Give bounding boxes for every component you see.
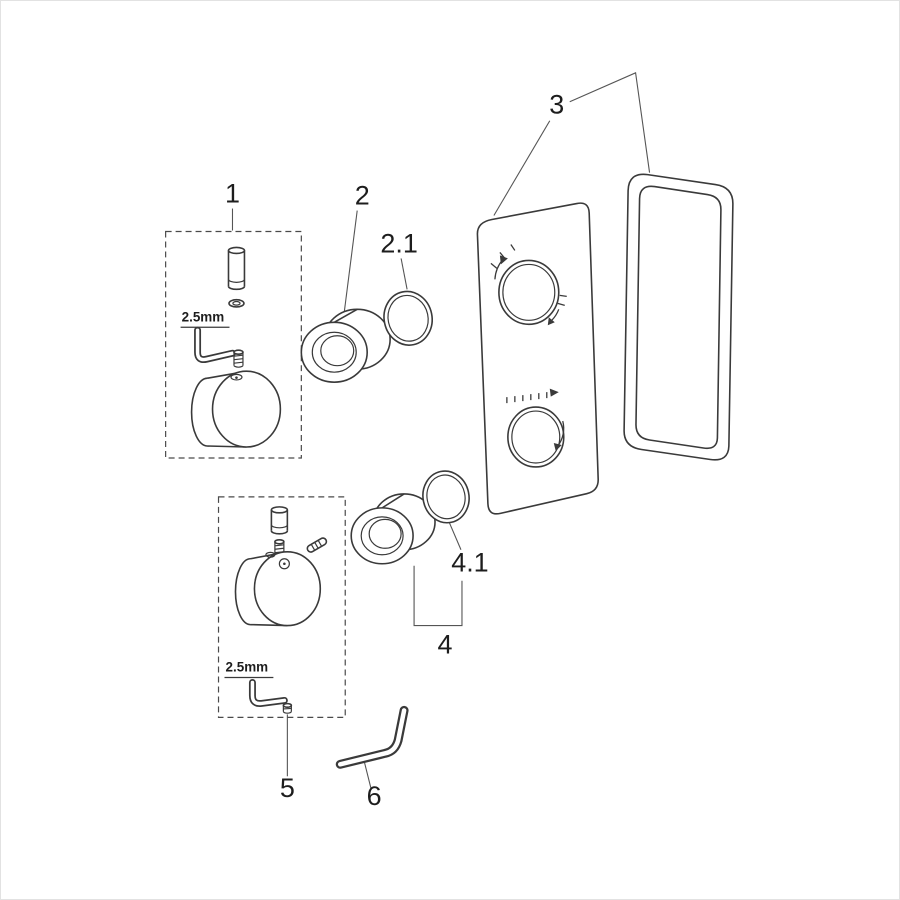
hex-size-label-2: 2.5mm <box>226 660 269 675</box>
washer-outer <box>228 298 245 308</box>
part1-dashed-box <box>165 230 302 459</box>
screw-bottom <box>282 711 292 714</box>
sleeve-top-edge <box>381 493 405 509</box>
part5-side-screw <box>306 537 328 553</box>
knob-indicator-ring <box>278 558 290 570</box>
dial-arrowhead-left <box>499 255 508 265</box>
frame-inner <box>635 185 722 450</box>
scale-arrowhead <box>549 388 559 397</box>
opening-outer <box>498 259 560 326</box>
hex-key-body <box>195 328 235 362</box>
part-label-1: 1 <box>225 179 240 209</box>
part-label-3: 3 <box>549 90 564 120</box>
leader-line-part2-1 <box>400 258 408 290</box>
o-ring-outer <box>422 470 470 524</box>
part1-washer <box>228 298 245 308</box>
hex-key-small-1 <box>180 326 236 364</box>
knob-set-screw-hole <box>230 373 243 381</box>
part2-1-o-ring <box>383 290 433 346</box>
plate-bottom-opening <box>507 406 565 468</box>
sleeve-opening <box>360 516 404 556</box>
leader-line-part6 <box>363 761 372 790</box>
screw-bottom <box>233 364 244 368</box>
part1-extension-cylinder <box>227 246 246 291</box>
hex-key-body <box>250 680 287 706</box>
cylinder-band <box>227 279 246 283</box>
part-label-5: 5 <box>280 773 295 803</box>
o-ring-outer <box>383 290 433 346</box>
plate-dial-markings-bottom <box>506 388 565 451</box>
dial-ticks-right <box>557 294 567 306</box>
part-label-2-1: 2.1 <box>380 228 417 258</box>
screw-threads <box>310 540 323 551</box>
part-label-6: 6 <box>367 781 382 811</box>
hex-key-body <box>337 708 407 767</box>
sleeve-front-rim <box>300 321 368 383</box>
washer-inner <box>232 300 241 306</box>
knob-hole-dot <box>235 376 238 379</box>
dial-arrowhead-right <box>547 317 555 326</box>
opening-inner <box>502 263 556 321</box>
sleeve-opening-depth <box>368 518 402 549</box>
part-label-2: 2 <box>355 181 370 211</box>
knob-set-screw-hole <box>265 551 276 558</box>
knob-face <box>211 370 282 448</box>
part5-extension-cylinder <box>270 506 289 535</box>
part5-assembly <box>217 496 346 719</box>
dial-arrowhead-right <box>553 443 562 451</box>
screw-top <box>233 349 244 356</box>
knob-face <box>253 550 322 627</box>
cylinder-band <box>270 524 288 529</box>
sleeve-opening-depth <box>320 335 355 367</box>
plate-dial-markings-top <box>490 244 567 326</box>
sleeve-opening <box>311 331 357 373</box>
part2-sleeve <box>300 308 391 383</box>
o-ring-inner <box>426 474 466 520</box>
part5-bottom-screw <box>282 702 293 714</box>
screw-top <box>274 539 285 545</box>
opening-outer <box>507 406 565 468</box>
part5-dashed-box <box>217 496 346 719</box>
cylinder-bottom <box>270 530 289 535</box>
part5-handle-knob <box>234 550 322 627</box>
opening-inner <box>511 410 561 464</box>
part1-assembly <box>165 230 302 459</box>
leader-line-part3-frame <box>569 72 651 173</box>
part-label-4: 4 <box>438 630 453 660</box>
sleeve-top-edge <box>333 308 358 323</box>
part6-hex-key <box>335 705 409 769</box>
part-labels: 1 2 2.1 3 4 4.1 5 6 2.5mm 2.5mm <box>182 90 565 811</box>
knob-indicator-dot <box>283 562 286 566</box>
leader-line-part4 <box>413 565 463 627</box>
leader-line-part4-1 <box>448 521 462 550</box>
leader-line-part2 <box>343 210 358 313</box>
cylinder-top <box>227 246 246 255</box>
part1-handle-knob <box>190 370 282 448</box>
screw-top <box>282 702 293 709</box>
sleeve-front-rim <box>350 507 414 565</box>
hex-key-small-2 <box>224 676 288 708</box>
screw-threads <box>233 354 244 364</box>
leader-line-part3-plate <box>493 120 551 216</box>
hex-size-label-1: 2.5mm <box>182 309 225 324</box>
part4-sleeve <box>350 493 436 565</box>
cylinder-bottom <box>227 286 246 291</box>
cylinder-top <box>270 506 289 514</box>
part3-escutcheon-plate <box>476 202 599 515</box>
part4-1-o-ring <box>422 470 470 524</box>
scale-ticks <box>506 392 548 404</box>
leader-lines <box>231 72 651 790</box>
o-ring-inner <box>387 294 429 342</box>
part3-seal-frame <box>623 173 734 461</box>
dial-ticks-left <box>490 244 516 269</box>
part-label-4-1: 4.1 <box>451 548 488 578</box>
part1-set-screw <box>233 349 244 368</box>
plate-top-opening <box>498 259 560 326</box>
